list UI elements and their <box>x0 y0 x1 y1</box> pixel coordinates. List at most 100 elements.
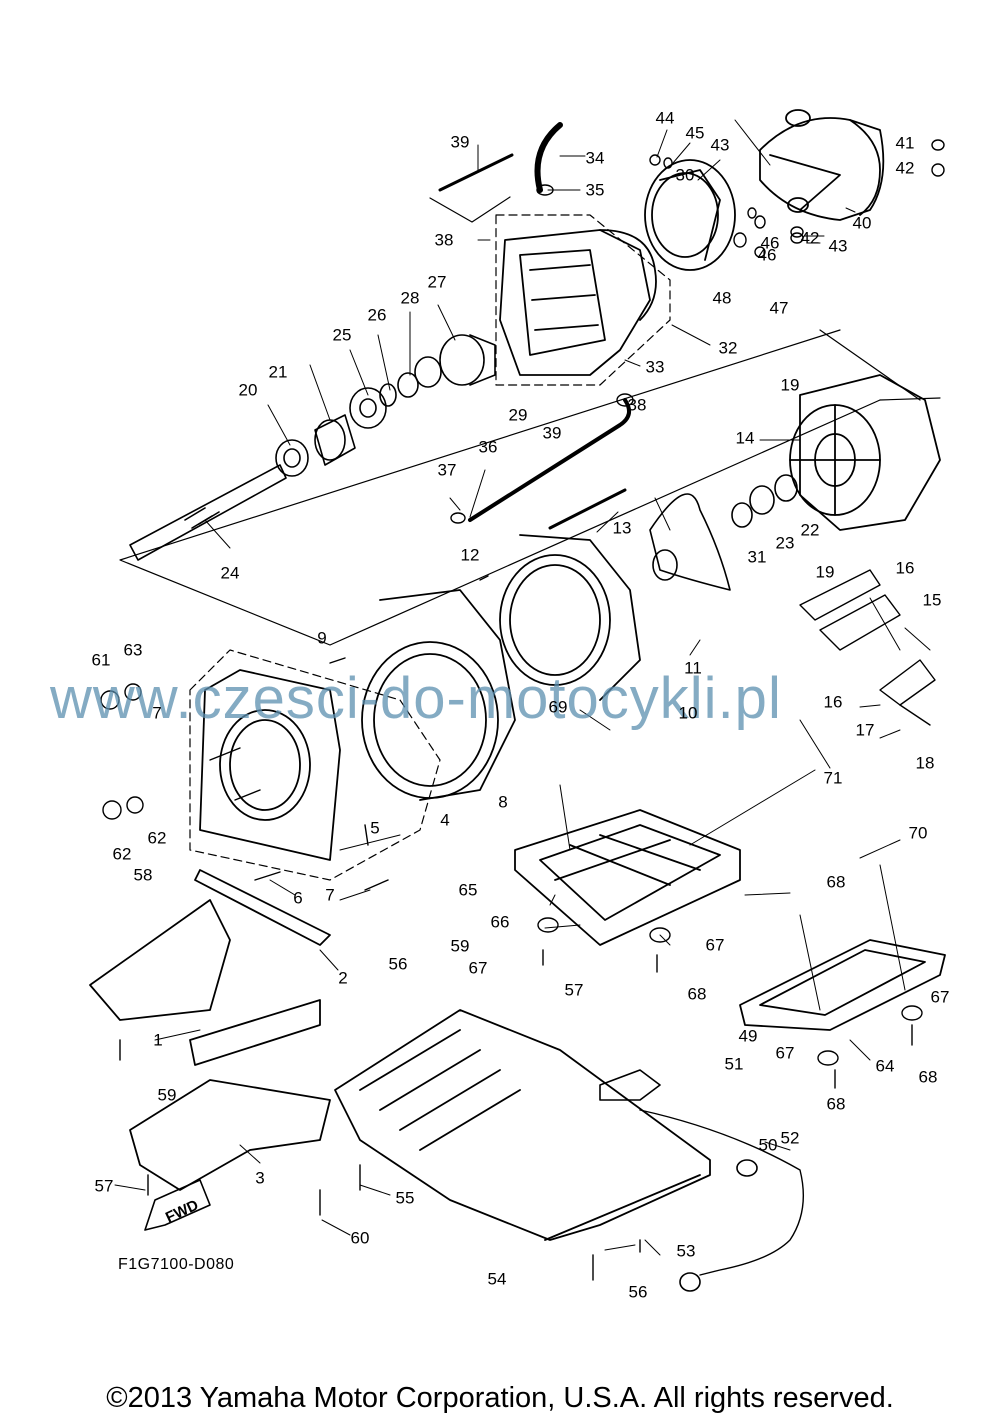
callout-number: 60 <box>350 1228 370 1248</box>
intermediate-housing <box>361 534 641 801</box>
callout-number: 29 <box>508 405 528 425</box>
leader-lines <box>114 119 931 1256</box>
callout-number: 66 <box>490 912 510 932</box>
jet-housing <box>499 229 657 376</box>
callout-number: 43 <box>710 135 730 155</box>
callout-number: 63 <box>123 640 143 660</box>
callout-number: 38 <box>434 230 454 250</box>
nozzle-ring <box>644 159 736 271</box>
callout-number: 55 <box>395 1188 415 1208</box>
callout-number: 64 <box>875 1056 895 1076</box>
callout-number: 1 <box>153 1030 163 1050</box>
watermark-text: www.czesci-do-motocykli.pl <box>50 666 782 731</box>
fasteners <box>100 139 945 1281</box>
callout-number: 4 <box>440 810 450 830</box>
callout-number: 67 <box>468 958 488 978</box>
callout-number: 56 <box>388 954 408 974</box>
callout-number: 30 <box>675 165 695 185</box>
callout-number: 10 <box>678 703 698 723</box>
callout-number: 14 <box>735 428 755 448</box>
callout-number: 33 <box>645 357 665 377</box>
callout-number: 13 <box>612 518 632 538</box>
callout-number: 69 <box>548 697 568 717</box>
callout-number: 7 <box>152 703 162 723</box>
callout-number: 21 <box>268 362 288 382</box>
callout-number: 2 <box>338 968 348 988</box>
callout-number: 9 <box>317 628 327 648</box>
callout-number: 50 <box>758 1135 778 1155</box>
callout-number: 48 <box>712 288 732 308</box>
callout-number: 57 <box>94 1176 114 1196</box>
callout-number: 51 <box>724 1054 744 1074</box>
callout-number: 52 <box>780 1128 800 1148</box>
callout-number: 7 <box>325 885 335 905</box>
callout-number: 57 <box>564 980 584 1000</box>
callout-number: 31 <box>747 547 767 567</box>
callout-number: 17 <box>855 720 875 740</box>
callout-number: 35 <box>585 180 605 200</box>
callout-number: 34 <box>585 148 605 168</box>
ride-plate-66 <box>514 809 741 946</box>
drive-shaft <box>129 464 287 561</box>
callout-number: 25 <box>332 325 352 345</box>
callout-number: 45 <box>685 123 705 143</box>
callout-number: 49 <box>738 1026 758 1046</box>
callout-number: 15 <box>922 590 942 610</box>
callout-number: 26 <box>367 305 387 325</box>
callout-number: 61 <box>91 650 111 670</box>
callout-number: 59 <box>450 936 470 956</box>
callout-number: 62 <box>112 844 132 864</box>
sleeve-21 <box>314 414 356 466</box>
callout-number: 5 <box>370 818 380 838</box>
copyright-notice: ©2013 Yamaha Motor Corporation, U.S.A. A… <box>106 1382 894 1414</box>
callout-number: 58 <box>133 865 153 885</box>
callout-number: 43 <box>828 236 848 256</box>
callout-number: 24 <box>220 563 240 583</box>
bracket-assembly <box>89 869 331 1191</box>
intake-grate <box>334 1009 711 1241</box>
callout-number: 68 <box>918 1067 938 1087</box>
callout-number: 19 <box>815 562 835 582</box>
callout-number: 59 <box>157 1085 177 1105</box>
callout-number: 27 <box>427 272 447 292</box>
callout-number: 37 <box>437 460 457 480</box>
callout-number: 56 <box>628 1282 648 1302</box>
callout-number: 12 <box>460 545 480 565</box>
callout-number: 68 <box>826 1094 846 1114</box>
callout-number: 32 <box>718 338 738 358</box>
callout-number: 39 <box>450 132 470 152</box>
ride-plate-65 <box>739 939 946 1031</box>
callout-number: 6 <box>293 888 303 908</box>
callout-number: 62 <box>147 828 167 848</box>
callout-number: 44 <box>655 108 675 128</box>
bearing-22 <box>349 387 387 429</box>
callout-number: 19 <box>780 375 800 395</box>
callout-number: 23 <box>775 533 795 553</box>
callout-number: 67 <box>705 935 725 955</box>
callout-number: 22 <box>800 520 820 540</box>
impeller <box>649 493 731 591</box>
callout-number: 70 <box>908 823 928 843</box>
callout-number: 8 <box>498 792 508 812</box>
callout-number: 65 <box>458 880 478 900</box>
transom-plate <box>199 669 341 861</box>
pump-housing <box>789 374 941 531</box>
callout-number: 36 <box>478 437 498 457</box>
callout-number: 28 <box>400 288 420 308</box>
callout-number: 40 <box>852 213 872 233</box>
callout-number: 68 <box>687 984 707 1004</box>
dashed-group-box <box>189 214 671 881</box>
callout-number: 47 <box>769 298 789 318</box>
callout-number: 46 <box>757 245 777 265</box>
callout-number: 71 <box>823 768 843 788</box>
fwd-arrow <box>144 1179 211 1231</box>
callout-number: 68 <box>826 872 846 892</box>
callout-number: 53 <box>676 1241 696 1261</box>
callout-number: 38 <box>627 395 647 415</box>
callout-number: 16 <box>895 558 915 578</box>
cone-cap <box>439 334 496 386</box>
callout-number: 11 <box>684 658 702 678</box>
steering-nozzle <box>759 109 885 221</box>
callout-number: 42 <box>895 158 915 178</box>
